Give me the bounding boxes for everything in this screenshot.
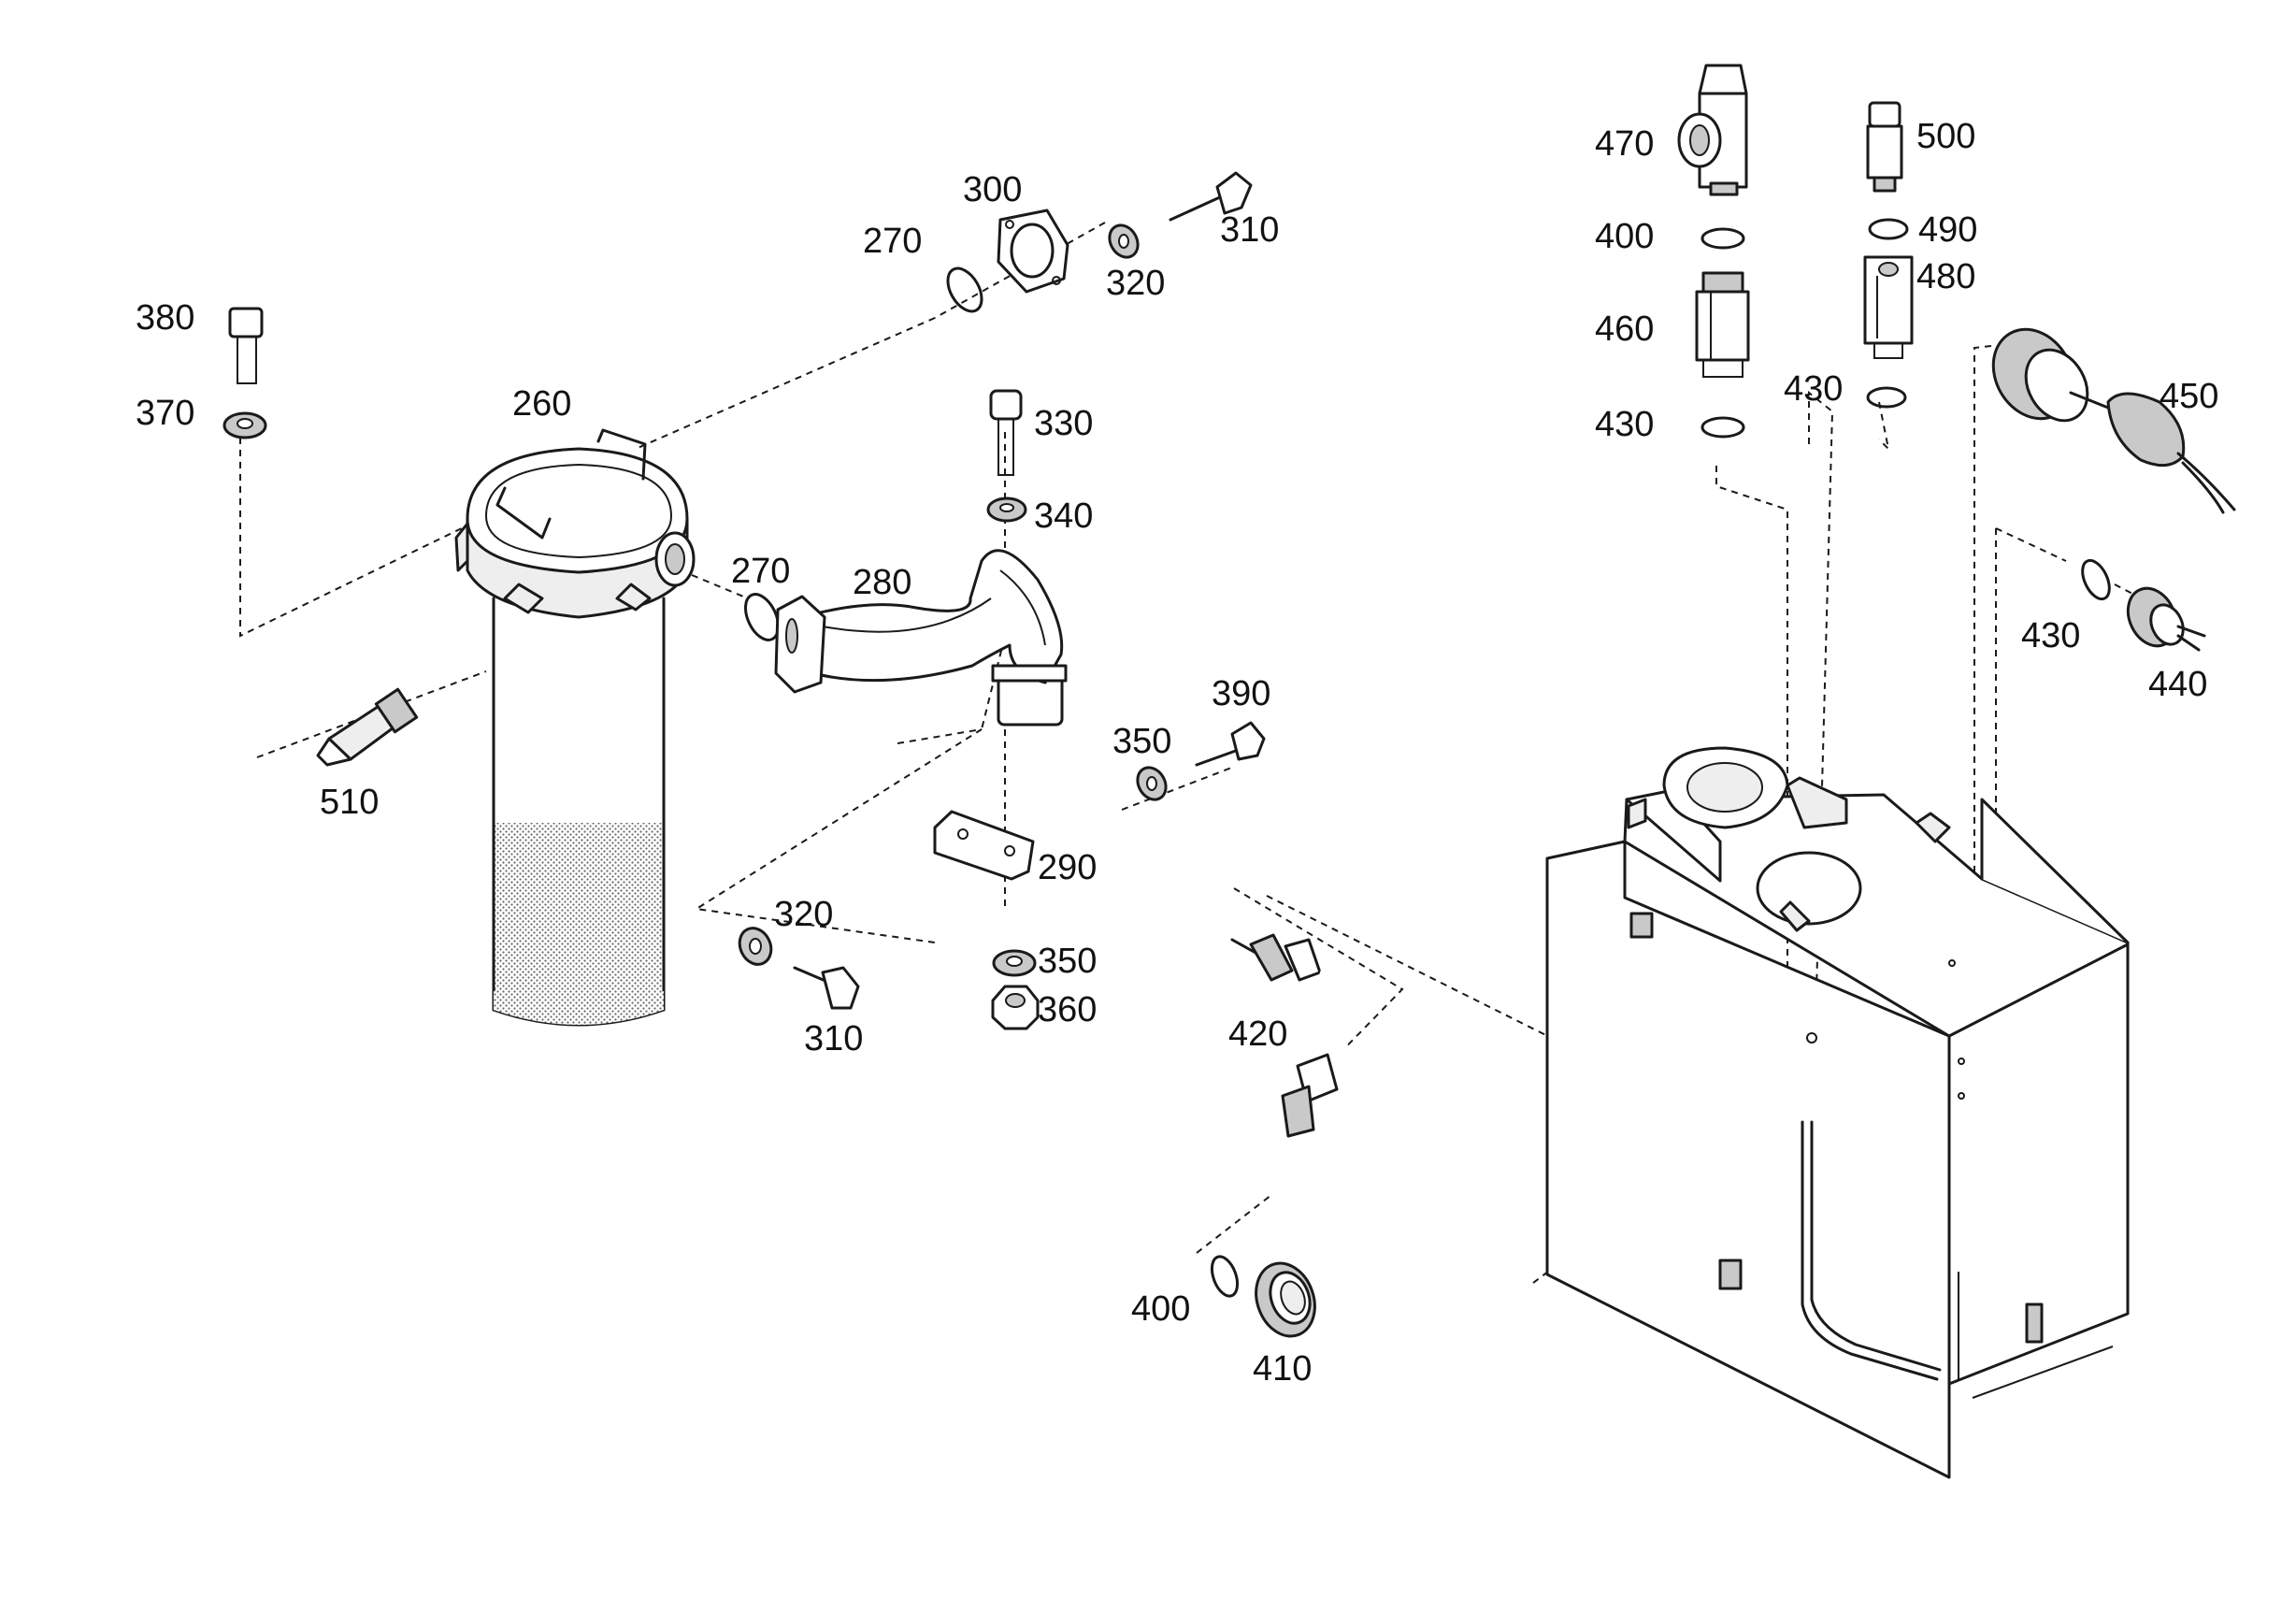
bolt-310-top bbox=[1169, 171, 1253, 222]
label-340: 340 bbox=[1034, 497, 1093, 536]
nut-360 bbox=[991, 985, 1040, 1030]
label-480: 480 bbox=[1916, 257, 1975, 296]
label-400-lower: 400 bbox=[1131, 1289, 1190, 1329]
oring-430-right bbox=[2081, 558, 2111, 601]
washer-320-top bbox=[1108, 223, 1140, 259]
label-350-lower: 350 bbox=[1038, 942, 1097, 981]
label-470: 470 bbox=[1595, 124, 1654, 164]
label-270-top: 270 bbox=[863, 222, 922, 261]
label-330: 330 bbox=[1034, 404, 1093, 443]
washer-340 bbox=[986, 497, 1027, 523]
label-430-left: 430 bbox=[1595, 405, 1654, 444]
elbow-pipe-280 bbox=[774, 549, 1068, 727]
label-280: 280 bbox=[853, 563, 911, 602]
label-490: 490 bbox=[1918, 210, 1977, 250]
label-360: 360 bbox=[1038, 990, 1097, 1029]
label-310-lower: 310 bbox=[804, 1019, 863, 1058]
label-450: 450 bbox=[2160, 377, 2218, 416]
hydraulic-tank bbox=[1545, 746, 2130, 1479]
sensor-plug-510 bbox=[316, 687, 419, 767]
label-320-lower: 320 bbox=[774, 895, 833, 934]
oring-400-upper bbox=[1700, 227, 1745, 250]
sensor-440 bbox=[2126, 586, 2206, 652]
bolt-310-lower bbox=[793, 966, 860, 1010]
label-380: 380 bbox=[136, 298, 194, 338]
fitting-460 bbox=[1695, 271, 1750, 378]
oring-400-lower bbox=[1210, 1255, 1240, 1298]
washer-350-right bbox=[1136, 766, 1168, 801]
valve-470 bbox=[1677, 64, 1748, 196]
label-270-mid: 270 bbox=[731, 552, 790, 591]
label-310-top: 310 bbox=[1220, 210, 1279, 250]
label-510: 510 bbox=[320, 783, 379, 822]
temperature-sensor-420 bbox=[1230, 933, 1356, 1138]
label-420: 420 bbox=[1228, 1015, 1287, 1054]
oring-430-mid bbox=[1866, 386, 1907, 409]
washer-320-lower bbox=[738, 927, 773, 966]
label-460: 460 bbox=[1595, 309, 1654, 349]
label-500: 500 bbox=[1916, 117, 1975, 156]
label-350-right: 350 bbox=[1112, 722, 1171, 761]
label-410: 410 bbox=[1253, 1349, 1312, 1389]
label-390: 390 bbox=[1212, 674, 1270, 713]
label-430-right: 430 bbox=[2021, 616, 2080, 655]
label-320-top: 320 bbox=[1106, 264, 1165, 303]
label-400-upper: 400 bbox=[1595, 217, 1654, 256]
bolt-330 bbox=[989, 389, 1023, 476]
bolt-380 bbox=[228, 307, 264, 384]
oring-270-mid bbox=[744, 593, 780, 641]
label-370: 370 bbox=[136, 394, 194, 433]
flange-300 bbox=[997, 209, 1069, 294]
oring-270-top bbox=[946, 266, 983, 313]
label-430-mid: 430 bbox=[1784, 369, 1843, 409]
bracket-290 bbox=[933, 810, 1035, 881]
pressure-switch-450 bbox=[1991, 327, 2236, 514]
sight-glass-410 bbox=[1255, 1261, 1316, 1338]
fitting-480 bbox=[1863, 255, 1914, 359]
washer-370 bbox=[222, 411, 267, 439]
label-290: 290 bbox=[1038, 848, 1097, 887]
label-300: 300 bbox=[963, 170, 1022, 209]
oring-490 bbox=[1868, 218, 1909, 240]
label-260: 260 bbox=[512, 384, 571, 424]
label-440: 440 bbox=[2148, 665, 2207, 704]
sender-500 bbox=[1866, 101, 1903, 193]
filter-housing-260 bbox=[454, 428, 696, 1027]
washer-350-lower bbox=[992, 949, 1037, 977]
bolt-390 bbox=[1195, 721, 1266, 767]
oring-430-left bbox=[1700, 416, 1745, 439]
